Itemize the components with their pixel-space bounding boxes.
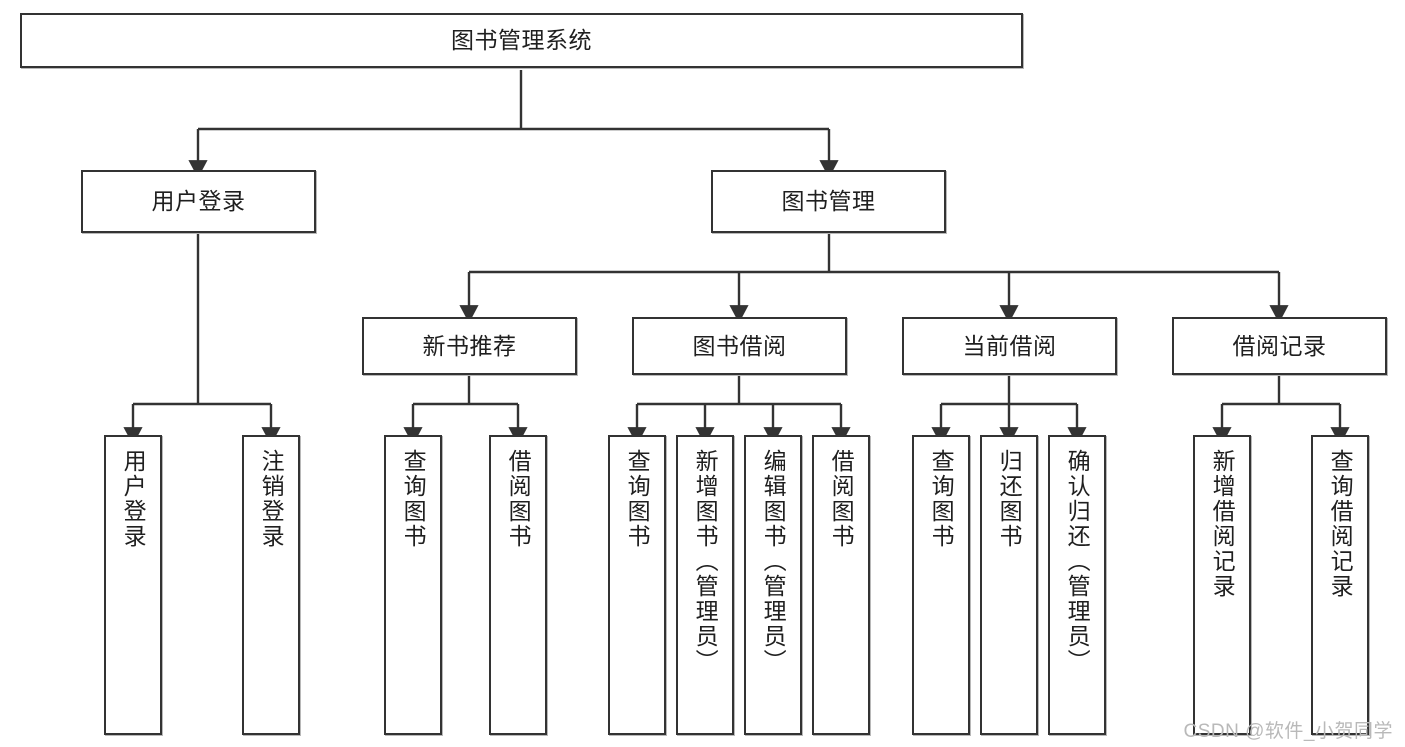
leaf-book-borrow-2[interactable]: 新增图书（管理员） <box>676 435 734 735</box>
node-root[interactable]: 图书管理系统 <box>20 13 1023 68</box>
leaf-current-borrow-3-label: 确认归还（管理员） <box>1064 449 1091 674</box>
leaf-current-borrow-1[interactable]: 查询图书 <box>912 435 970 735</box>
watermark: CSDN @软件_小贺同学 <box>1183 721 1393 742</box>
leaf-book-borrow-3-label: 编辑图书（管理员） <box>760 449 787 674</box>
leaf-borrow-record-2-label: 查询借阅记录 <box>1327 449 1354 599</box>
leaf-current-borrow-3[interactable]: 确认归还（管理员） <box>1048 435 1106 735</box>
node-borrow-record[interactable]: 借阅记录 <box>1172 317 1387 375</box>
node-root-label: 图书管理系统 <box>451 27 592 54</box>
leaf-new-book-2-label: 借阅图书 <box>505 449 532 549</box>
leaf-new-book-2[interactable]: 借阅图书 <box>489 435 547 735</box>
node-current-borrow[interactable]: 当前借阅 <box>902 317 1117 375</box>
node-book-borrow-label: 图书借阅 <box>692 332 787 359</box>
leaf-current-borrow-2[interactable]: 归还图书 <box>980 435 1038 735</box>
leaf-new-book-1-label: 查询图书 <box>400 449 427 549</box>
leaf-new-book-1[interactable]: 查询图书 <box>384 435 442 735</box>
leaf-borrow-record-1[interactable]: 新增借阅记录 <box>1193 435 1251 735</box>
leaf-book-borrow-3[interactable]: 编辑图书（管理员） <box>744 435 802 735</box>
leaf-user-login-2-label: 注销登录 <box>258 449 285 549</box>
leaf-user-login-2[interactable]: 注销登录 <box>242 435 300 735</box>
node-new-book-recommend[interactable]: 新书推荐 <box>362 317 577 375</box>
node-user-login[interactable]: 用户登录 <box>81 170 316 233</box>
leaf-book-borrow-1-label: 查询图书 <box>624 449 651 549</box>
leaf-borrow-record-1-label: 新增借阅记录 <box>1209 449 1236 599</box>
node-book-manage[interactable]: 图书管理 <box>711 170 946 233</box>
node-new-book-recommend-label: 新书推荐 <box>422 332 517 359</box>
leaf-book-borrow-2-label: 新增图书（管理员） <box>692 449 719 674</box>
node-user-login-label: 用户登录 <box>151 188 246 215</box>
node-book-manage-label: 图书管理 <box>781 188 876 215</box>
leaf-current-borrow-1-label: 查询图书 <box>928 449 955 549</box>
leaf-book-borrow-4-label: 借阅图书 <box>828 449 855 549</box>
node-borrow-record-label: 借阅记录 <box>1232 332 1327 359</box>
leaf-book-borrow-1[interactable]: 查询图书 <box>608 435 666 735</box>
leaf-borrow-record-2[interactable]: 查询借阅记录 <box>1311 435 1369 735</box>
leaf-book-borrow-4[interactable]: 借阅图书 <box>812 435 870 735</box>
leaf-user-login-1-label: 用户登录 <box>120 449 147 549</box>
leaf-user-login-1[interactable]: 用户登录 <box>104 435 162 735</box>
leaf-current-borrow-2-label: 归还图书 <box>996 449 1023 549</box>
node-current-borrow-label: 当前借阅 <box>962 332 1057 359</box>
node-book-borrow[interactable]: 图书借阅 <box>632 317 847 375</box>
